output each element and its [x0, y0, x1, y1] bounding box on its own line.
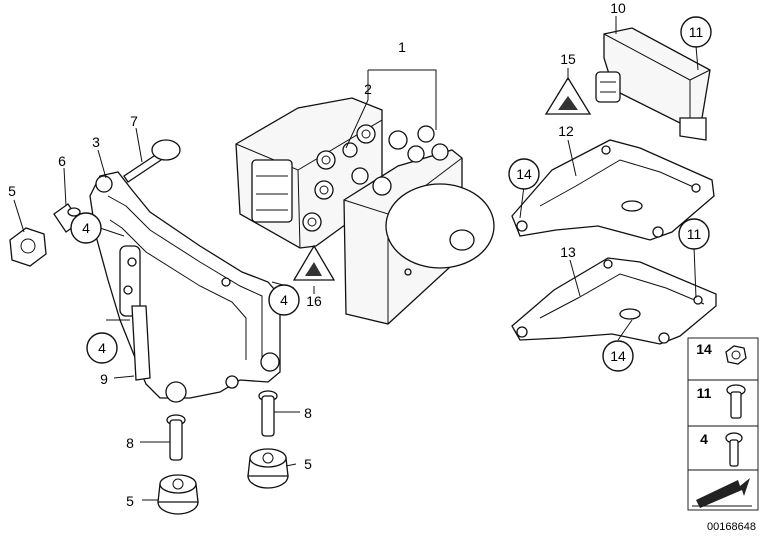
legend-number-4: 4: [700, 431, 708, 447]
callout-3: 3: [92, 134, 100, 150]
callout-5-left: 5: [8, 183, 16, 199]
callout-8-left: 8: [126, 435, 134, 451]
pin-8-left: [166, 414, 186, 461]
rubber-mount-5-right: [247, 448, 289, 489]
arrow-icon: [692, 478, 752, 508]
upper-bracket: [511, 139, 715, 241]
leader-lines: [13, 16, 699, 501]
callout-14-b: 14: [610, 348, 626, 364]
callout-4-c: 4: [98, 340, 106, 356]
callout-11-b: 11: [687, 226, 702, 242]
callout-5-right: 5: [304, 456, 312, 472]
callout-11-a: 11: [689, 24, 704, 40]
callout-1: 1: [398, 39, 406, 55]
rubber-strip: [131, 305, 151, 381]
bolt-7: [123, 139, 181, 183]
warning-label-15: [544, 76, 592, 115]
callout-circle-4-c: [86, 332, 118, 364]
callout-5-bottom: 5: [126, 493, 134, 509]
callout-12: 12: [558, 123, 574, 139]
rubber-mount-5-bottom: [157, 474, 199, 515]
lower-bracket: [511, 257, 717, 345]
callout-circle-11-a: [680, 16, 712, 48]
callout-16: 16: [306, 293, 322, 309]
rubber-mount-5-left: [9, 227, 47, 267]
callout-circle-4-a: [70, 212, 102, 244]
callout-8-right: 8: [304, 405, 312, 421]
callout-13: 13: [560, 244, 576, 260]
callout-circle-14-a: [508, 158, 540, 190]
pin-8-right: [258, 390, 278, 437]
callout-15: 15: [560, 51, 576, 67]
warning-label-16: [292, 244, 336, 281]
callout-circle-14-b: [602, 340, 634, 372]
callout-10: 10: [610, 0, 626, 16]
callout-2: 2: [364, 81, 372, 97]
legend-number-14: 14: [696, 341, 712, 357]
control-unit: [595, 27, 711, 141]
callout-circle-4-b: [268, 284, 300, 316]
bolt-icon: [726, 384, 746, 419]
callout-6: 6: [58, 153, 66, 169]
callout-4-b: 4: [280, 292, 288, 308]
hydraulic-unit: [235, 97, 495, 325]
callout-4-a: 4: [82, 220, 90, 236]
document-id: 00168648: [707, 521, 756, 533]
bolt-icon: [725, 432, 743, 467]
callout-7: 7: [130, 113, 138, 129]
callout-circle-11-b: [678, 218, 710, 250]
callout-9: 9: [100, 371, 108, 387]
nut-icon: [725, 345, 747, 365]
fastener-legend: 14 11 4: [687, 337, 759, 511]
callout-14-a: 14: [516, 166, 532, 182]
legend-number-11: 11: [697, 385, 712, 401]
